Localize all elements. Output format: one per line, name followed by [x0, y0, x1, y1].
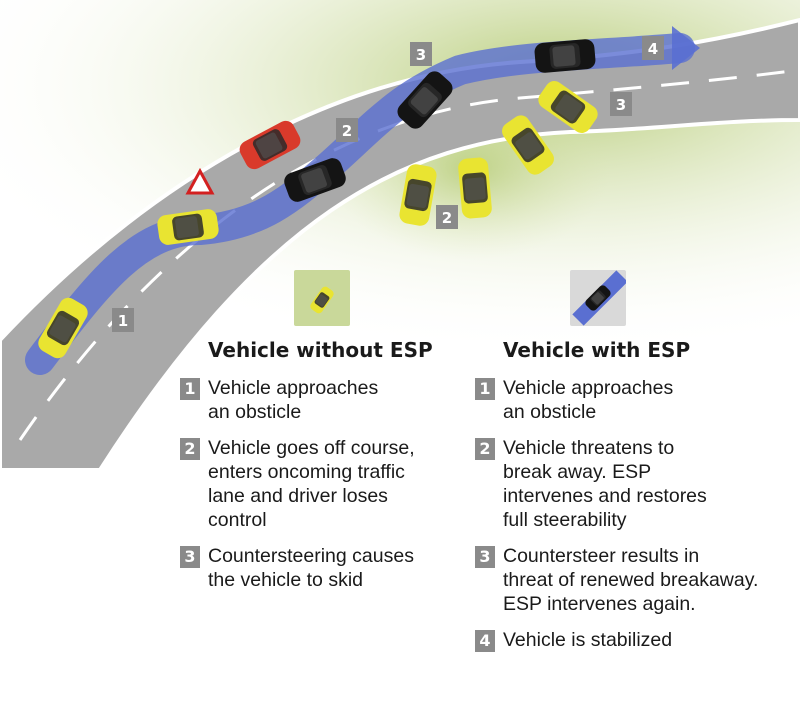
step-without-esp-3: 3 Countersteering causes the vehicle to … [180, 544, 470, 592]
svg-text:3: 3 [616, 96, 626, 114]
car-esp-5 [533, 38, 597, 74]
step-with-esp-1: 1 Vehicle approaches an obsticle [475, 376, 795, 424]
map-badge-1: 1 [112, 308, 134, 332]
map-badge-2-left: 2 [336, 118, 358, 142]
title-with-esp: Vehicle with ESP [503, 338, 691, 362]
step-number: 2 [475, 438, 495, 460]
step-without-esp-2: 2 Vehicle goes off course, enters oncomi… [180, 436, 470, 532]
step-text: Vehicle threatens to break away. ESP int… [503, 437, 707, 531]
inset-with-esp-icon [570, 270, 626, 326]
road-center-line [18, 68, 800, 441]
step-with-esp-4: 4 Vehicle is stabilized [475, 628, 795, 652]
title-without-esp: Vehicle without ESP [208, 338, 433, 362]
column-with-esp: Vehicle with ESP 1 Vehicle approaches an… [475, 338, 795, 664]
step-number: 1 [475, 378, 495, 400]
inset-without-esp-icon [294, 270, 350, 326]
step-number: 3 [475, 546, 495, 568]
map-badge-2-right: 2 [436, 205, 458, 229]
step-number: 4 [475, 630, 495, 652]
step-number: 3 [180, 546, 200, 568]
step-text: Vehicle approaches an obsticle [208, 377, 379, 423]
column-without-esp: Vehicle without ESP 1 Vehicle approaches… [180, 338, 470, 604]
map-badge-4: 4 [642, 36, 664, 60]
car-skid-2 [457, 156, 493, 220]
step-text: Vehicle is stabilized [503, 629, 673, 651]
step-with-esp-2: 2 Vehicle threatens to break away. ESP i… [475, 436, 795, 532]
map-badge-3-right: 3 [610, 92, 632, 116]
map-badge-3-top: 3 [410, 42, 432, 66]
svg-text:2: 2 [442, 209, 452, 227]
svg-text:2: 2 [342, 122, 352, 140]
step-text: Countersteering causes the vehicle to sk… [208, 545, 414, 591]
warning-triangle-icon [185, 167, 215, 195]
step-number: 2 [180, 438, 200, 460]
esp-path-arrowhead [672, 26, 700, 70]
step-with-esp-3: 3 Countersteer results in threat of rene… [475, 544, 795, 616]
svg-text:3: 3 [416, 46, 426, 64]
step-text: Vehicle approaches an obsticle [503, 377, 674, 423]
step-number: 1 [180, 378, 200, 400]
step-text: Countersteer results in threat of renewe… [503, 545, 759, 615]
step-text: Vehicle goes off course, enters oncoming… [208, 437, 415, 531]
svg-text:1: 1 [118, 312, 128, 330]
step-without-esp-1: 1 Vehicle approaches an obsticle [180, 376, 470, 424]
svg-text:4: 4 [648, 40, 658, 58]
